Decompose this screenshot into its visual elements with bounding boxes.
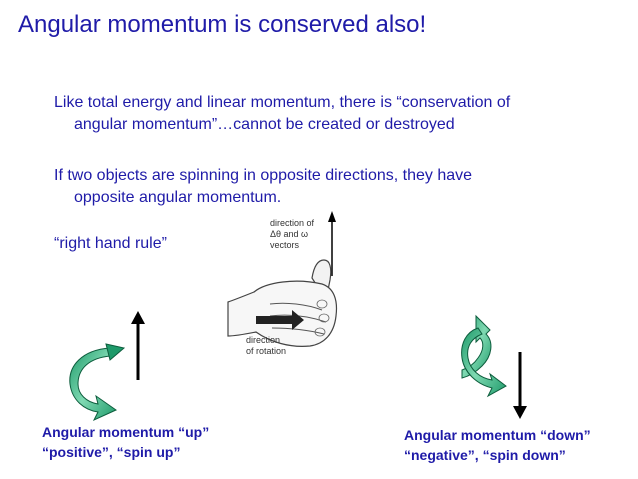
- caption-line: “positive”, “spin up”: [42, 444, 181, 460]
- paragraph-opposite-spin: If two objects are spinning in opposite …: [54, 165, 594, 209]
- vector-label-line: direction of: [270, 218, 315, 228]
- curved-arrow-counterclockwise-icon: [69, 343, 126, 422]
- arrow-down-icon: [513, 352, 527, 419]
- caption-spin-down: Angular momentum “down” “negative”, “spi…: [404, 425, 591, 465]
- slide-title: Angular momentum is conserved also!: [18, 11, 427, 38]
- rotation-label-line: of rotation: [246, 346, 287, 356]
- paragraph-line: opposite angular momentum.: [74, 189, 282, 206]
- vector-direction-label: direction of Δθ and ω vectors: [270, 218, 314, 251]
- rotation-direction-label: direction of rotation: [246, 335, 286, 357]
- vector-label-line: vectors: [270, 240, 300, 250]
- caption-spin-up: Angular momentum “up” “positive”, “spin …: [42, 422, 209, 462]
- curved-arrow-clockwise-icon: [461, 314, 507, 398]
- caption-line: Angular momentum “up”: [42, 424, 210, 440]
- paragraph-line: “right hand rule”: [54, 235, 167, 252]
- paragraph-line: If two objects are spinning in opposite …: [54, 167, 473, 184]
- paragraph-line: angular momentum”…cannot be created or d…: [74, 116, 455, 133]
- right-hand-rule-figure: [226, 208, 376, 373]
- paragraph-line: Like total energy and linear momentum, t…: [54, 94, 511, 111]
- caption-line: “negative”, “spin down”: [404, 447, 566, 463]
- vector-label-line: Δθ and ω: [270, 229, 309, 239]
- caption-line: Angular momentum “down”: [404, 427, 591, 443]
- arrow-up-icon: [131, 311, 145, 380]
- paragraph-conservation: Like total energy and linear momentum, t…: [54, 92, 594, 136]
- rotation-label-line: direction: [246, 335, 281, 345]
- paragraph-right-hand-rule: “right hand rule”: [54, 233, 594, 255]
- hand-illustration: [227, 211, 338, 347]
